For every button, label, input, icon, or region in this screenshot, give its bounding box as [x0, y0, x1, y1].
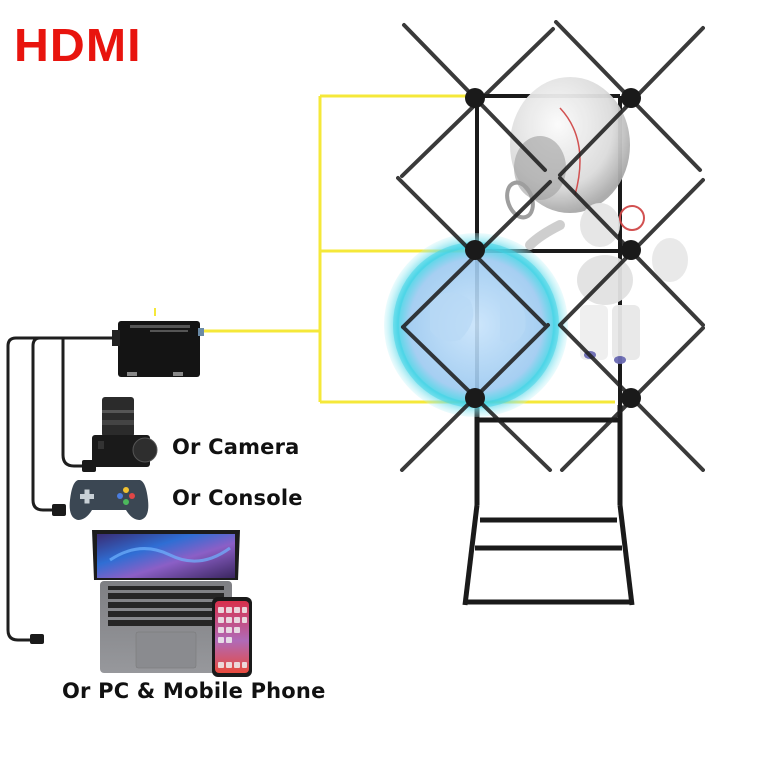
hdmi-splitter-box: [112, 308, 204, 377]
fan-hubs: [465, 88, 641, 408]
camera-icon: [92, 397, 158, 467]
source-label-camera: Or Camera: [172, 435, 300, 459]
mobile-phone-icon: [212, 597, 252, 677]
gamepad-icon: [69, 480, 149, 520]
hdmi-cables: [6, 336, 114, 642]
source-label-pc-phone: Or PC & Mobile Phone: [62, 679, 326, 703]
hdmi-title: HDMI: [14, 19, 142, 71]
source-label-console: Or Console: [172, 486, 303, 510]
stand-base: [462, 405, 635, 606]
laptop-icon: [92, 530, 240, 673]
